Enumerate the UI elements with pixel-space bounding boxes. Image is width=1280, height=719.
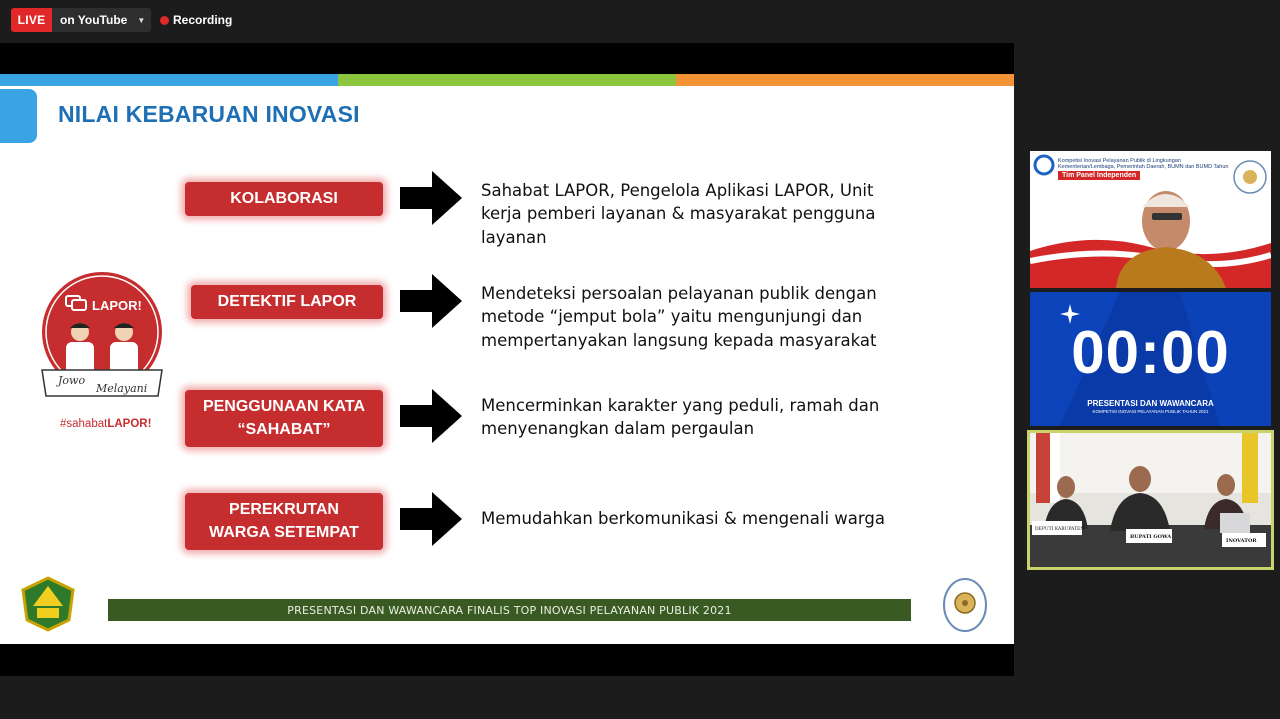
countdown-timer: 00:00 (1071, 319, 1230, 386)
logo-ribbon-2: Melayani (95, 382, 147, 395)
stripe-green (338, 74, 676, 86)
recording-indicator[interactable]: Recording (160, 8, 232, 32)
slide-footer: PRESENTASI DAN WAWANCARA FINALIS TOP INO… (108, 599, 911, 621)
stripe-orange (676, 74, 1014, 86)
room-video-feed: DEPUTI KABUPATEN BUPATI GOWA INOVATOR (1030, 433, 1271, 567)
arrow-right-icon (400, 492, 462, 546)
logo-ribbon-1: Jowo (56, 374, 85, 387)
stream-target-dropdown[interactable]: on YouTube ▼ (52, 8, 151, 32)
timer-subcaption: KOMPETISI INOVASI PELAYANAN PUBLIK TAHUN… (1092, 409, 1209, 414)
description-detektif-lapor: Mendeteksi persoalan pelayanan publik de… (481, 284, 877, 350)
description-penggunaan-kata: Mencerminkan karakter yang peduli, ramah… (481, 396, 880, 439)
stream-target-label: on YouTube (60, 13, 128, 27)
title-accent-tab (0, 89, 37, 143)
label-detektif-lapor: DETEKTIF LAPOR (191, 285, 383, 319)
regency-emblem-icon (21, 576, 75, 632)
name-card-3: INOVATOR (1226, 538, 1257, 544)
chevron-down-icon: ▼ (137, 15, 146, 25)
name-card-1: DEPUTI KABUPATEN (1035, 526, 1084, 532)
logo-brand-text: LAPOR! (92, 298, 142, 313)
recording-label: Recording (173, 13, 233, 27)
arrow-right-icon (400, 389, 462, 443)
arrow-right-icon (400, 171, 462, 225)
panel-badge: Tim Panel Independen (1058, 171, 1141, 180)
kemenpan-emblem-icon (943, 578, 987, 632)
slide-title: NILAI KEBARUAN INOVASI (58, 101, 360, 127)
stripe-blue (0, 74, 338, 86)
presentation-slide: NILAI KEBARUAN INOVASI KOLABORASI Sahaba… (0, 74, 1014, 644)
video-tile-timer[interactable]: 00:00 PRESENTASI DAN WAWANCARA KOMPETISI… (1030, 292, 1271, 426)
timer-background (1030, 292, 1271, 426)
description-perekrutan-warga: Memudahkan berkomunikasi & mengenali war… (481, 509, 885, 528)
label-kolaborasi: KOLABORASI (185, 182, 383, 216)
video-tile-panel[interactable]: Kompetisi Inovasi Pelayanan Publik di Li… (1030, 151, 1271, 288)
record-dot-icon (160, 15, 169, 25)
name-card-2: BUPATI GOWA (1130, 534, 1171, 540)
label-penggunaan-kata: PENGGUNAAN KATA “SAHABAT” (185, 390, 383, 447)
video-tile-room[interactable]: DEPUTI KABUPATEN BUPATI GOWA INOVATOR (1027, 430, 1274, 570)
live-badge[interactable]: LIVE (11, 8, 52, 32)
hashtag: #sahabatLAPOR! (60, 418, 152, 430)
arrow-right-icon (400, 274, 462, 328)
timer-caption: PRESENTASI DAN WAWANCARA (1087, 399, 1214, 408)
lapor-logo: LAPOR! Jowo Melayani (41, 272, 163, 397)
description-kolaborasi: Sahabat LAPOR, Pengelola Aplikasi LAPOR,… (481, 181, 876, 247)
label-perekrutan-warga: PEREKRUTAN WARGA SETEMPAT (185, 493, 383, 550)
